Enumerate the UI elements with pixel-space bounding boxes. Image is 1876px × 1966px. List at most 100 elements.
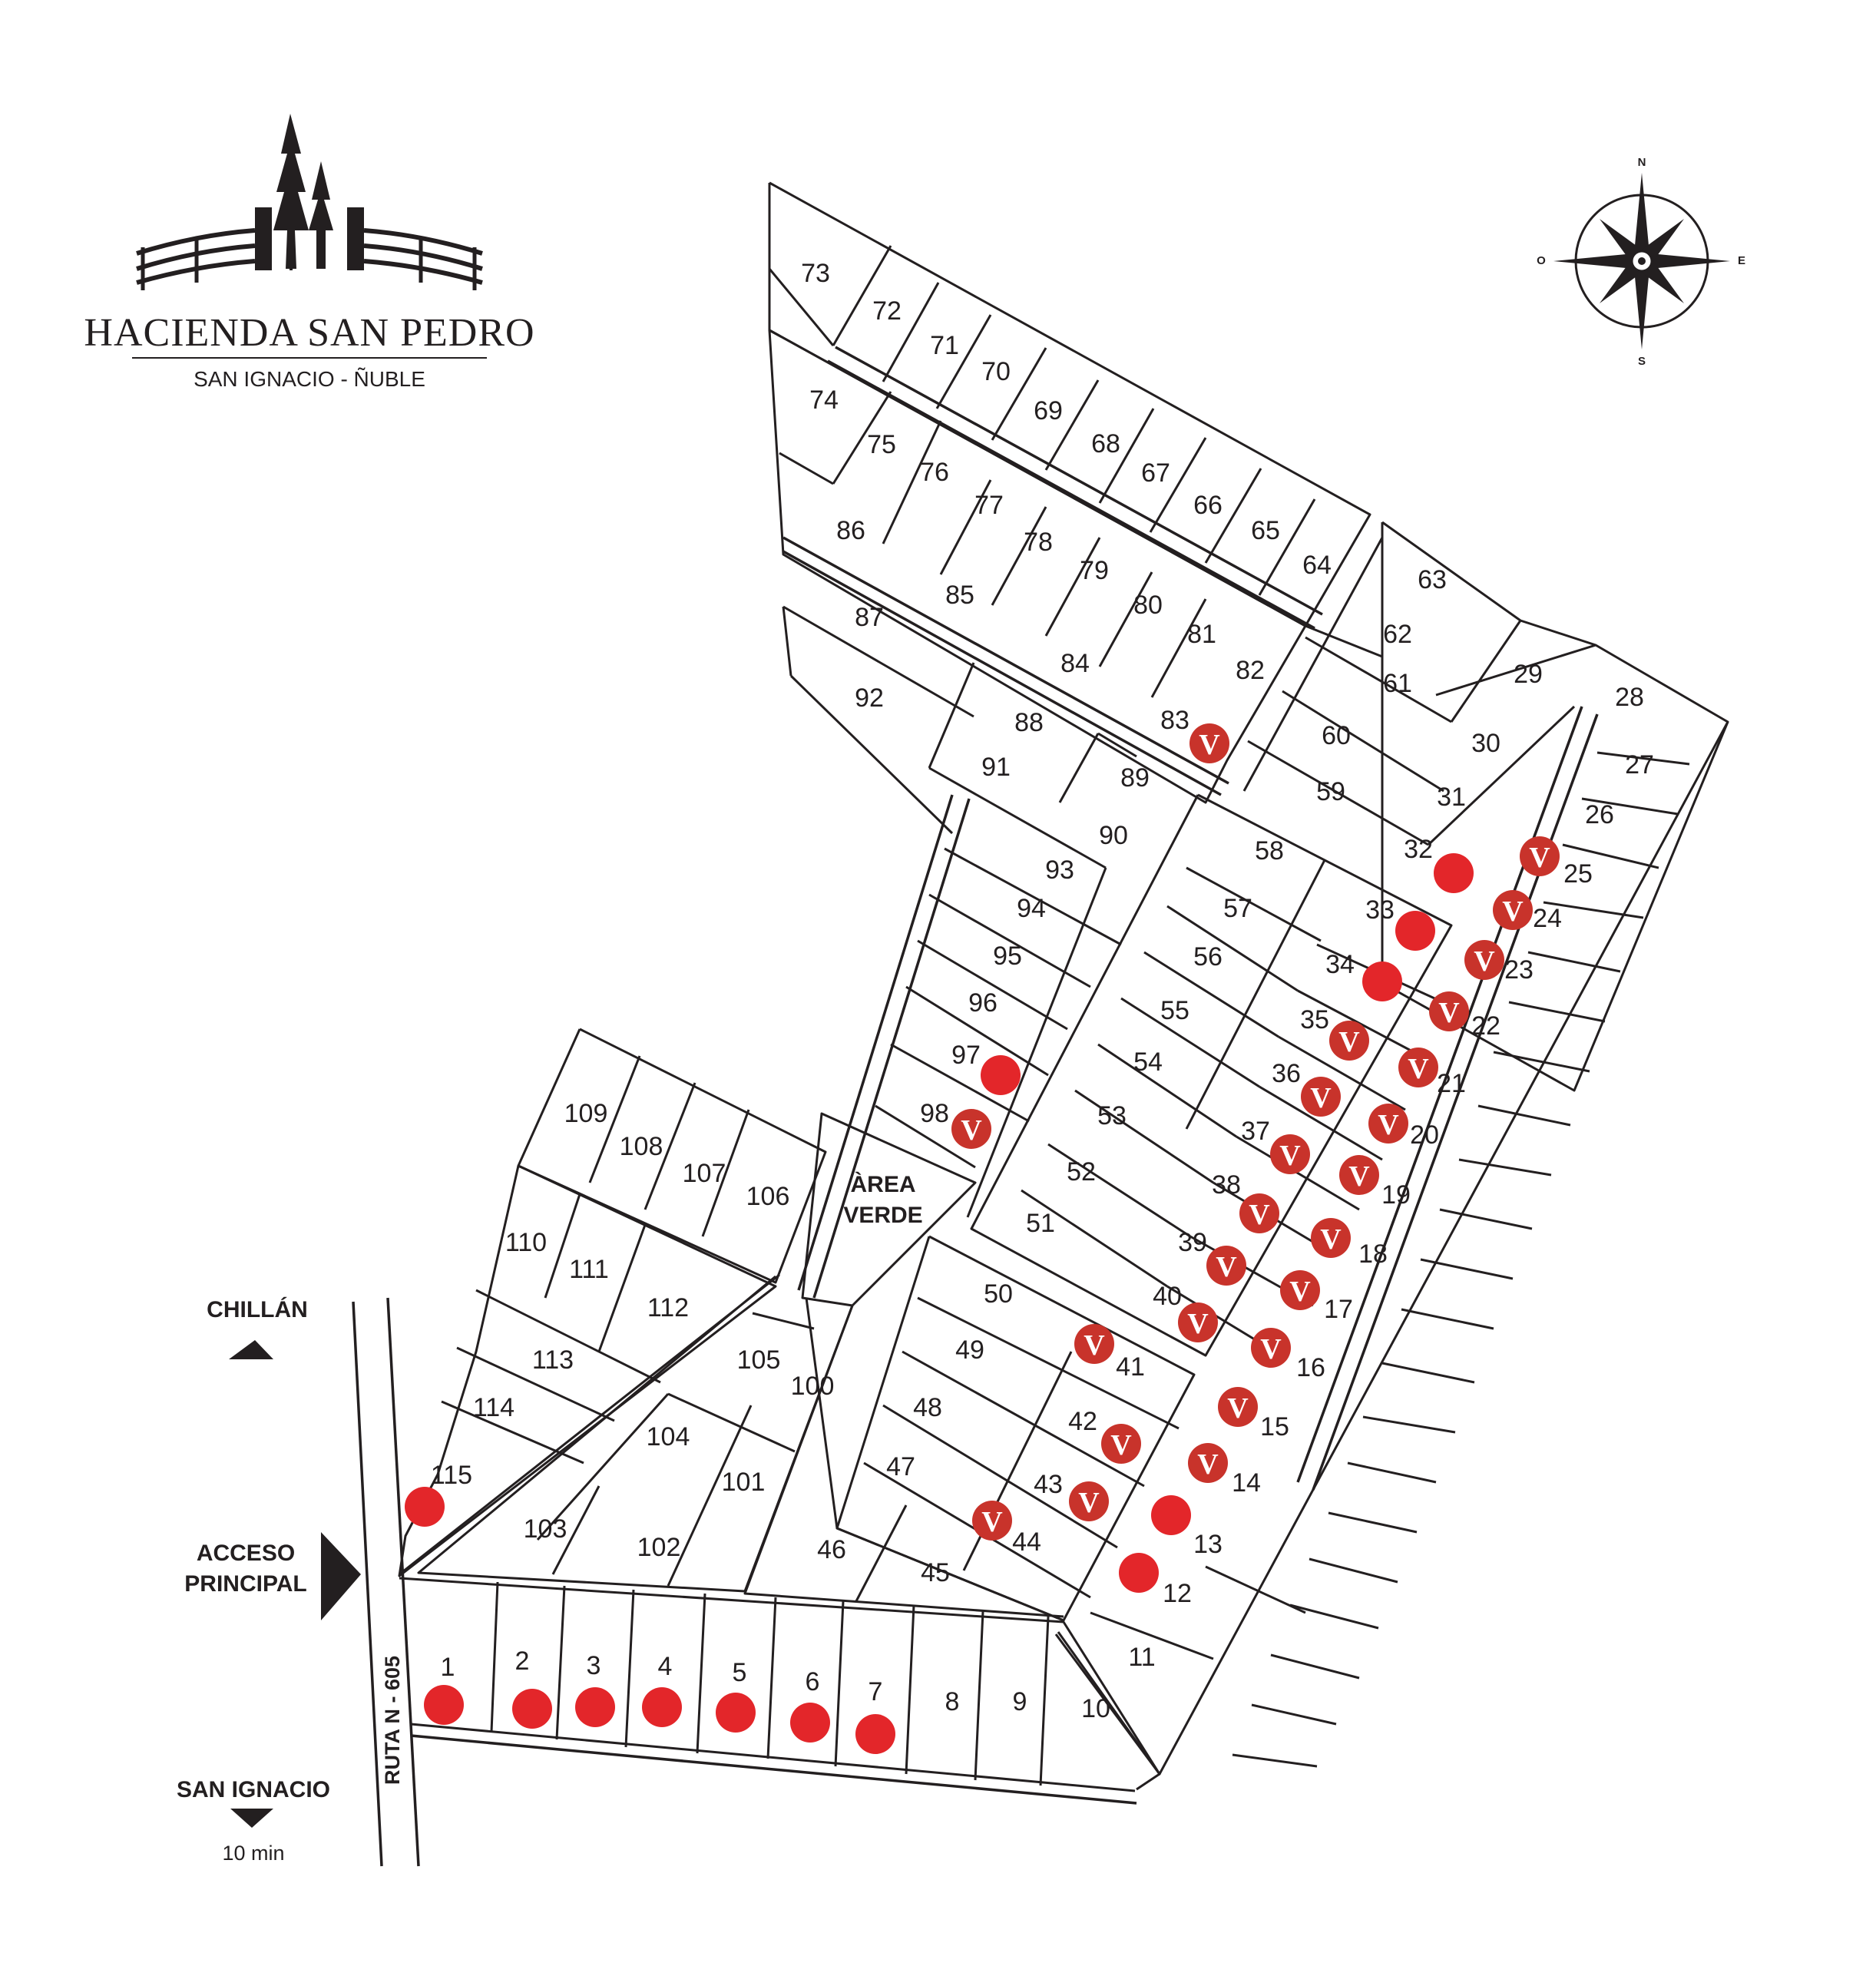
lot-85[interactable]: 85 <box>945 581 974 610</box>
lot-105[interactable]: 105 <box>737 1345 781 1375</box>
lot-95[interactable]: 95 <box>993 942 1022 971</box>
lot-107[interactable]: 107 <box>683 1159 726 1188</box>
lot-16[interactable]: 16V <box>1251 1328 1325 1382</box>
lot-18[interactable]: 18V <box>1311 1218 1388 1269</box>
lot-28[interactable]: 28 <box>1615 683 1644 712</box>
lot-66[interactable]: 66 <box>1193 491 1223 520</box>
lot-53[interactable]: 53 <box>1097 1101 1127 1130</box>
lot-36[interactable]: 36V <box>1272 1059 1341 1117</box>
lot-88[interactable]: 88 <box>1014 708 1044 737</box>
lot-97[interactable]: 97 <box>951 1041 1021 1095</box>
lot-63[interactable]: 63 <box>1418 565 1447 594</box>
lot-74[interactable]: 74 <box>809 386 839 415</box>
lot-61[interactable]: 61 <box>1383 669 1412 698</box>
lot-44[interactable]: 44V <box>972 1501 1041 1557</box>
lot-7[interactable]: 7 <box>855 1677 895 1754</box>
lot-113[interactable]: 113 <box>532 1345 574 1375</box>
lot-37[interactable]: 37V <box>1241 1117 1310 1174</box>
lot-23[interactable]: 23V <box>1464 940 1534 985</box>
lot-109[interactable]: 109 <box>564 1099 608 1128</box>
lot-46[interactable]: 46 <box>817 1535 846 1564</box>
lot-90[interactable]: 90 <box>1099 821 1128 850</box>
lot-40[interactable]: 40V <box>1153 1282 1218 1342</box>
lot-26[interactable]: 26 <box>1585 800 1614 829</box>
lot-35[interactable]: 35V <box>1300 1005 1369 1061</box>
lot-112[interactable]: 112 <box>647 1293 689 1322</box>
lot-60[interactable]: 60 <box>1322 721 1351 750</box>
lot-64[interactable]: 64 <box>1302 551 1332 580</box>
lot-42[interactable]: 42V <box>1068 1407 1141 1464</box>
lot-6[interactable]: 6 <box>790 1667 830 1743</box>
lot-21[interactable]: 21V <box>1398 1048 1466 1098</box>
lot-82[interactable]: 82 <box>1236 656 1265 685</box>
lot-34[interactable]: 34 <box>1325 950 1402 1001</box>
lot-30[interactable]: 30 <box>1471 729 1500 758</box>
lot-62[interactable]: 62 <box>1383 620 1412 649</box>
lot-101[interactable]: 101 <box>722 1468 766 1497</box>
lot-68[interactable]: 68 <box>1091 429 1120 458</box>
lot-76[interactable]: 76 <box>920 458 949 487</box>
lot-38[interactable]: 38V <box>1212 1170 1279 1233</box>
lot-114[interactable]: 114 <box>473 1393 514 1422</box>
lot-15[interactable]: 15V <box>1218 1387 1289 1441</box>
lot-52[interactable]: 52 <box>1067 1157 1096 1187</box>
lot-94[interactable]: 94 <box>1017 894 1046 923</box>
lot-32[interactable]: 32 <box>1404 835 1474 893</box>
lot-115[interactable]: 115 <box>405 1461 472 1527</box>
lot-1[interactable]: 1 <box>424 1653 464 1725</box>
lot-110[interactable]: 110 <box>505 1228 547 1257</box>
lot-103[interactable]: 103 <box>524 1514 567 1544</box>
lot-71[interactable]: 71 <box>930 331 959 360</box>
lot-8[interactable]: 8 <box>945 1687 960 1716</box>
lot-59[interactable]: 59 <box>1316 777 1345 806</box>
lot-48[interactable]: 48 <box>913 1393 942 1422</box>
lot-14[interactable]: 14V <box>1188 1443 1261 1498</box>
lot-43[interactable]: 43V <box>1034 1470 1109 1521</box>
lot-49[interactable]: 49 <box>955 1335 984 1365</box>
lot-98[interactable]: 98V <box>920 1099 991 1149</box>
lot-80[interactable]: 80 <box>1133 591 1163 620</box>
lot-87[interactable]: 87 <box>855 603 884 632</box>
lot-79[interactable]: 79 <box>1080 556 1109 585</box>
lot-10[interactable]: 10 <box>1081 1694 1110 1723</box>
lot-25[interactable]: 25V <box>1520 836 1593 889</box>
lot-58[interactable]: 58 <box>1255 836 1284 866</box>
lot-69[interactable]: 69 <box>1034 396 1063 425</box>
lot-102[interactable]: 102 <box>637 1533 681 1562</box>
lot-22[interactable]: 22V <box>1429 991 1500 1041</box>
lot-67[interactable]: 67 <box>1141 458 1170 488</box>
lot-55[interactable]: 55 <box>1160 996 1189 1025</box>
lot-50[interactable]: 50 <box>984 1279 1013 1309</box>
lot-31[interactable]: 31 <box>1437 783 1466 812</box>
lot-108[interactable]: 108 <box>620 1132 663 1161</box>
lot-86[interactable]: 86 <box>836 516 865 545</box>
lot-106[interactable]: 106 <box>746 1182 790 1211</box>
lot-54[interactable]: 54 <box>1133 1048 1163 1077</box>
lot-41[interactable]: 41V <box>1074 1324 1145 1382</box>
lot-65[interactable]: 65 <box>1251 516 1280 545</box>
lot-9[interactable]: 9 <box>1013 1687 1027 1716</box>
lot-4[interactable]: 4 <box>642 1652 682 1727</box>
lot-92[interactable]: 92 <box>855 683 884 713</box>
lot-93[interactable]: 93 <box>1045 856 1074 885</box>
lot-29[interactable]: 29 <box>1514 660 1543 689</box>
lot-5[interactable]: 5 <box>716 1658 756 1733</box>
lot-33[interactable]: 33 <box>1365 895 1435 951</box>
lot-111[interactable]: 111 <box>569 1255 609 1284</box>
lot-83[interactable]: 83V <box>1160 706 1229 763</box>
lot-19[interactable]: 19V <box>1339 1155 1411 1210</box>
lot-56[interactable]: 56 <box>1193 942 1223 971</box>
lot-24[interactable]: 24V <box>1493 890 1562 933</box>
lot-20[interactable]: 20V <box>1368 1104 1439 1150</box>
lot-78[interactable]: 78 <box>1024 528 1053 557</box>
lot-3[interactable]: 3 <box>575 1651 615 1727</box>
lot-12[interactable]: 12 <box>1119 1553 1192 1608</box>
lot-77[interactable]: 77 <box>974 491 1004 520</box>
lot-89[interactable]: 89 <box>1120 763 1150 793</box>
lot-2[interactable]: 2 <box>512 1647 552 1729</box>
lot-45[interactable]: 45 <box>921 1558 950 1587</box>
lot-96[interactable]: 96 <box>968 988 998 1018</box>
lot-72[interactable]: 72 <box>872 296 902 326</box>
lot-57[interactable]: 57 <box>1223 894 1252 923</box>
lot-39[interactable]: 39V <box>1178 1228 1246 1286</box>
